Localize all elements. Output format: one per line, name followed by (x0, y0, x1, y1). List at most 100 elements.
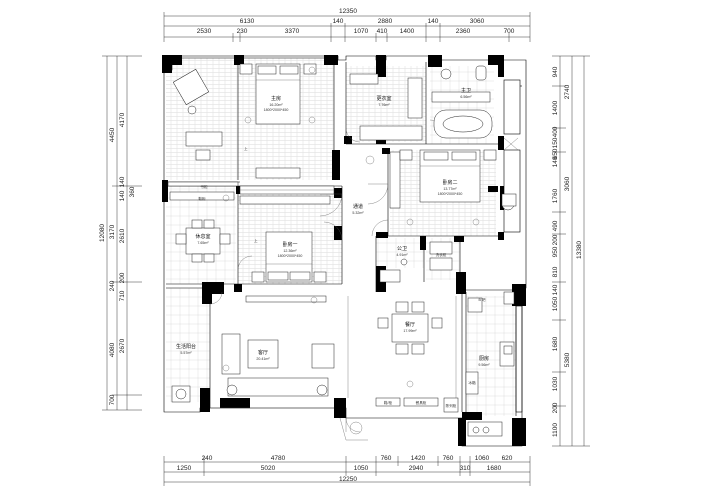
room-label-bedroom1: 卧房一 12.36m² 1800*2000*450 (278, 241, 303, 258)
corridor-wardrobe (239, 185, 335, 195)
dimension-lines-left (102, 55, 142, 411)
dim-left-outer: 4080 (109, 342, 116, 357)
dim-bottom-row2: 5020 (261, 465, 276, 472)
room-area: 12.36m² (283, 249, 297, 253)
dim-left-inner: 140 (119, 190, 126, 201)
display-cabinet-label: 陈列柜 (446, 403, 457, 408)
dim-top-row2: 230 (237, 28, 248, 35)
bed-size: 1800*2000*450 (438, 192, 463, 196)
dim-top-row2: 700 (504, 28, 515, 35)
room-name: 主卫 (461, 87, 471, 94)
room-area: 4.91m² (396, 253, 408, 257)
dim-top-row1: 140 (333, 18, 344, 25)
living-room-furniture (210, 295, 335, 409)
balcony-fixtures (171, 385, 191, 403)
dimension-lines-bottom (163, 456, 531, 486)
room-area: 5.57m² (180, 351, 192, 355)
cloakroom-wardrobes (349, 73, 423, 141)
dim-right-inner: 200 (552, 402, 559, 413)
dim-bottom-row2: 1050 (354, 465, 369, 472)
dim-bottom-row2: 1250 (177, 465, 192, 472)
room-area: 7.65m² (197, 241, 209, 245)
room-name: 更衣室 (376, 95, 391, 102)
room-label-bedroom2: 卧房二 13.77m² 1800*2000*450 (438, 179, 463, 196)
bedroom2-furniture (389, 149, 517, 211)
dim-right-inner: 150 (552, 137, 559, 148)
dim-top-row2: 1070 (354, 28, 369, 35)
dim-right-inner: 200 (552, 234, 559, 245)
bed-size: 1800*2000*450 (264, 108, 289, 112)
dim-right-inner: 140 (552, 284, 559, 295)
room-area: 20.41m² (256, 357, 270, 361)
dim-top-row2: 2530 (197, 28, 212, 35)
dimension-lines-top (163, 12, 531, 42)
room-name: 厨房 (479, 355, 489, 362)
room-name: 生活阳台 (176, 343, 196, 350)
dim-left-outer: 4450 (109, 127, 116, 142)
room-name: 餐厅 (405, 321, 415, 328)
dim-bottom-row2: 310 (460, 465, 471, 472)
dim-bottom-row1: 1060 (475, 455, 490, 462)
dim-bottom-row1: 4780 (271, 455, 286, 462)
room-label-dining: 餐厅 17.99m² (403, 321, 417, 333)
room-name: 卧房一 (282, 241, 297, 248)
master-bath-fixtures (431, 65, 519, 151)
dim-left-inner: 140 (119, 176, 126, 187)
dim-right-inner: 650 (552, 148, 559, 159)
dim-bottom-row1: 1420 (411, 455, 426, 462)
room-name: 卧房二 (442, 179, 457, 186)
dim-right-outer: 2740 (564, 84, 571, 99)
dim-left-outer: 240 (109, 280, 116, 291)
entry-cabinets (339, 397, 459, 441)
room-label-master-bath: 主卫 6.56m² (460, 87, 472, 99)
bed-size: 1800*2000*450 (278, 254, 303, 258)
dim-left-outer: 3170 (109, 224, 116, 239)
dim-right-inner: 1680 (552, 336, 559, 351)
dim-right-inner: 1400 (552, 100, 559, 115)
dim-top-row2: 3370 (285, 28, 300, 35)
room-area: 5.32m² (352, 211, 364, 215)
dim-top-total: 12350 (339, 8, 357, 15)
room-area: 17.99m² (403, 329, 417, 333)
dim-bottom-row2: 1680 (487, 465, 502, 472)
dim-top-row1: 2880 (378, 18, 393, 25)
dim-left-inner: 200 (119, 272, 126, 283)
room-name: 公卫 (397, 246, 407, 252)
stair-up-label: 上 (254, 238, 258, 243)
dim-bottom-row2: 2940 (409, 465, 424, 472)
dim-right-inner: 1760 (552, 188, 559, 203)
dim-right-inner: 940 (552, 66, 559, 77)
fridge-label: 冰箱 (468, 380, 476, 385)
bedroom1-furniture (239, 195, 331, 283)
shoe-cabinet-label: 鞋柜 (198, 196, 206, 201)
bar-label: B 吧 (479, 298, 486, 302)
room-label-kitchen: 厨房 9.56m² (478, 355, 490, 367)
room-area: 7.76m² (378, 103, 390, 107)
room-area: 9.56m² (478, 363, 490, 367)
room-label-living: 客厅 20.41m² (256, 349, 270, 361)
dim-right-outer: 13380 (576, 241, 583, 259)
dim-right-inner: 810 (552, 266, 559, 277)
dim-right-inner: 1050 (552, 296, 559, 311)
dim-left-inner: 2670 (119, 338, 126, 353)
dining-table (347, 296, 457, 398)
dim-left-outer: 700 (109, 394, 116, 405)
room-name: 休息室 (195, 233, 210, 240)
dim-right-outer: 5380 (564, 352, 571, 367)
room-area: 16.20m² (269, 103, 283, 107)
room-label-leisure: 休息室 7.65m² (195, 233, 210, 245)
dim-top-row1: 3060 (470, 18, 485, 25)
dim-top-row2: 2360 (456, 28, 471, 35)
bay-windows (165, 57, 523, 413)
dim-right-inner: 950 (552, 246, 559, 257)
room-area: 13.77m² (443, 187, 457, 191)
room-name: 客厅 (258, 349, 268, 356)
dim-left-outer: 12080 (99, 224, 106, 242)
stair-up-label: 上 (244, 146, 248, 151)
room-label-master-bedroom: 主房 16.20m² 1800*2000*450 (264, 95, 289, 112)
dim-bottom-row1: 760 (381, 455, 392, 462)
dim-top-row1: 6130 (240, 18, 255, 25)
dim-top-row2: 1400 (400, 28, 415, 35)
dim-right-inner: 140 (552, 156, 559, 167)
